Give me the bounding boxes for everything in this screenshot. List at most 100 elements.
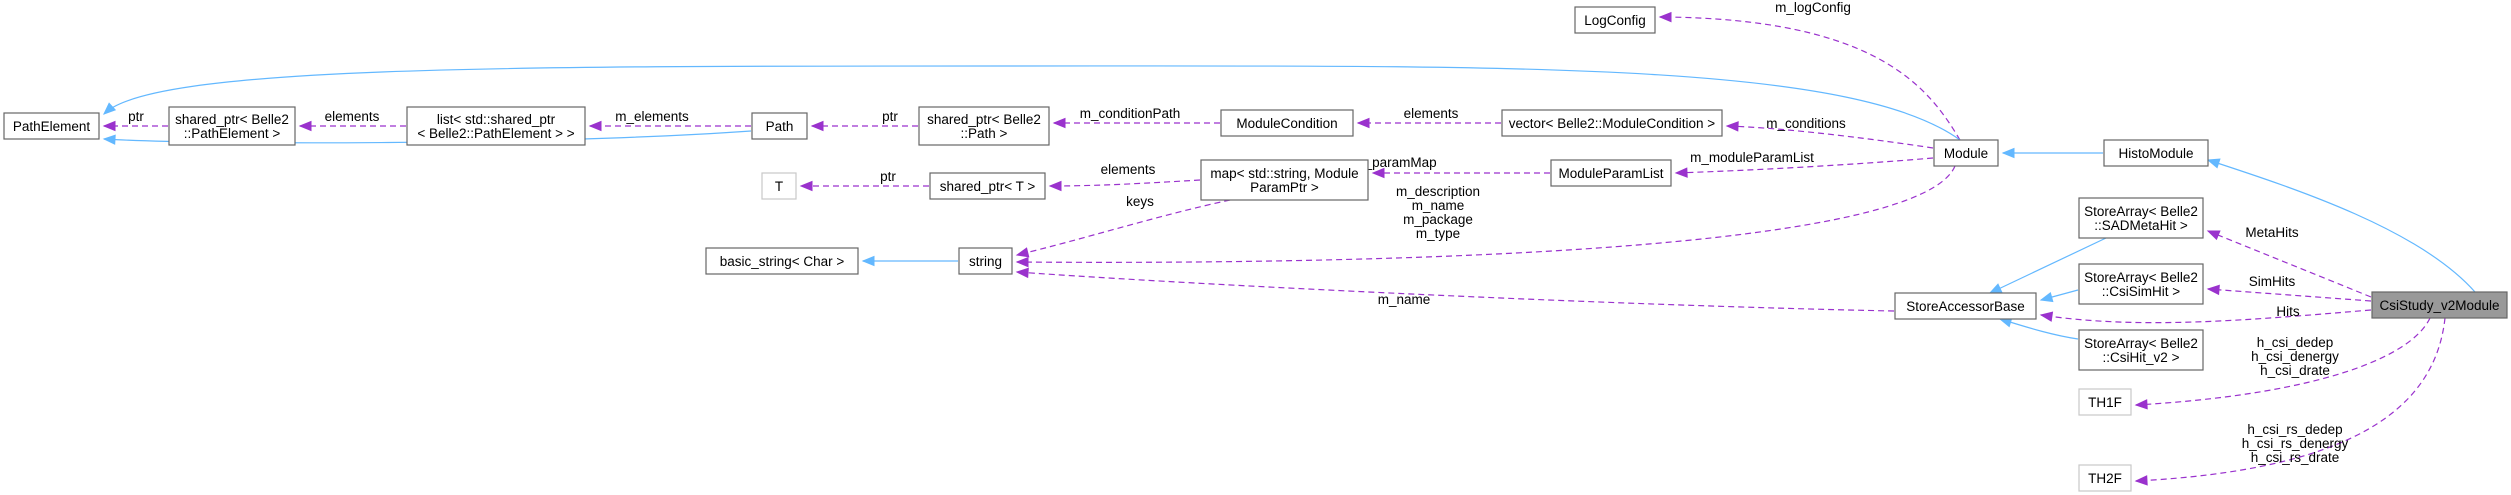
class-name: ::PathElement > [184,126,281,141]
usage-arrowhead [1674,167,1688,178]
usage-edge [2207,288,2372,302]
class-name: ::Path > [961,126,1008,141]
inheritance-arrowhead [102,134,116,145]
class-name: shared_ptr< T > [940,179,1036,194]
edge-label: m_conditions [1766,116,1846,131]
usage-arrowhead [1658,11,1672,23]
class-name: CsiStudy_v2Module [2379,298,2499,313]
class-node-modulecondition[interactable]: ModuleCondition [1220,109,1354,137]
class-name: StoreAccessorBase [1906,299,2025,314]
class-box [2371,291,2508,319]
edge-label: ptr [882,109,898,124]
class-name: T [775,179,783,194]
edge-label: h_csi_rs_dedep [2247,422,2342,437]
class-box [958,247,1013,275]
class-name: PathElement [13,119,91,134]
class-node-basic-string[interactable]: basic_string< Char > [705,247,859,275]
class-node-path[interactable]: Path [751,112,808,140]
class-name: string [969,254,1002,269]
usage-arrowhead [1356,117,1370,129]
inheritance-edge [103,130,752,144]
inheritance-edge [2207,159,2476,293]
class-name: ModuleParamList [1558,166,1663,181]
edge-label: ptr [880,169,896,184]
class-node-t[interactable]: T [761,172,797,200]
class-name: vector< Belle2::ModuleCondition > [1509,116,1715,131]
class-node-sa-csisimhit[interactable]: StoreArray< Belle2::CsiSimHit > [2078,263,2204,305]
class-name: list< std::shared_ptr [437,112,556,127]
usage-edge [1049,179,1201,187]
class-node-string[interactable]: string [958,247,1013,275]
class-box [1894,292,2037,320]
class-box [929,172,1046,200]
edge-label: m_moduleParamList [1690,150,1814,165]
class-name: StoreArray< Belle2 [2084,336,2198,351]
usage-arrowhead [2039,311,2054,322]
class-node-histomodule[interactable]: HistoModule [2103,139,2209,167]
usage-arrowhead [799,180,813,192]
inheritance-edge [1989,237,2107,294]
usage-edge [1675,157,1934,174]
class-node-sa-csihit-v2[interactable]: StoreArray< Belle2::CsiHit_v2 > [2078,329,2204,371]
class-box [2078,197,2204,239]
usage-edge [1659,16,1961,141]
edge-label: m_name [1412,198,1465,213]
usage-edge [1016,165,1956,263]
class-node-list-pathelement[interactable]: list< std::shared_ptr< Belle2::PathEleme… [406,106,586,146]
class-box [3,112,100,140]
usage-edge [1016,271,1895,312]
class-node-sa-sadmetahit[interactable]: StoreArray< Belle2::SADMetaHit > [2078,197,2204,239]
usage-edge [2135,317,2446,482]
class-node-sp-path[interactable]: shared_ptr< Belle2::Path > [918,106,1050,146]
edge-label: elements [1101,162,1156,177]
class-node-sp-t[interactable]: shared_ptr< T > [929,172,1046,200]
class-name: basic_string< Char > [720,254,845,269]
edge-label: m_conditionPath [1080,106,1181,121]
edge-label: SimHits [2249,274,2296,289]
usage-arrowhead [1371,167,1385,179]
class-name: shared_ptr< Belle2 [175,112,289,127]
usage-arrowhead [1015,256,1029,268]
class-box [2078,329,2204,371]
class-name: ::CsiHit_v2 > [2103,350,2180,365]
class-name: ::SADMetaHit > [2094,218,2188,233]
usage-edge [1726,125,1934,149]
edge-label: h_csi_dedep [2257,335,2334,350]
class-name: Module [1944,146,1988,161]
class-node-module[interactable]: Module [1933,139,1999,167]
class-node-vec-modulecondition[interactable]: vector< Belle2::ModuleCondition > [1501,109,1723,137]
inheritance-edge [103,65,1961,141]
usage-arrowhead [2206,284,2220,296]
class-name: ParamPtr > [1250,180,1319,195]
class-name: LogConfig [1584,13,1646,28]
class-node-logconfig[interactable]: LogConfig [1574,6,1656,34]
class-name: < Belle2::PathElement > > [417,126,574,141]
class-box [1933,139,1999,167]
usage-edge [2135,317,2431,406]
class-name: ::CsiSimHit > [2102,284,2180,299]
edge-label: Hits [2276,304,2299,319]
usage-arrowhead [810,120,824,132]
usage-arrowhead [298,120,312,132]
class-node-csistudy-v2module[interactable]: CsiStudy_v2Module [2371,291,2508,319]
class-node-pathelement[interactable]: PathElement [3,112,100,140]
usage-arrowhead [1015,267,1029,279]
class-box [1550,159,1672,187]
class-node-th2f[interactable]: TH2F [2078,464,2132,492]
class-box [705,247,859,275]
class-box [1574,6,1656,34]
class-node-storeaccessorbase[interactable]: StoreAccessorBase [1894,292,2037,320]
edge-label: elements [325,109,380,124]
usage-arrowhead [2134,399,2148,410]
class-box [406,106,586,146]
class-node-moduleparamlist[interactable]: ModuleParamList [1550,159,1672,187]
class-node-sp-pathelement[interactable]: shared_ptr< Belle2::PathElement > [168,106,296,146]
inheritance-arrowhead [2206,158,2221,169]
class-node-th1f[interactable]: TH1F [2078,388,2132,416]
class-name: Path [766,119,794,134]
edge-label: h_csi_drate [2260,363,2330,378]
inheritance-arrowhead [103,102,117,115]
class-name: HistoModule [2118,146,2193,161]
class-box [751,112,808,140]
